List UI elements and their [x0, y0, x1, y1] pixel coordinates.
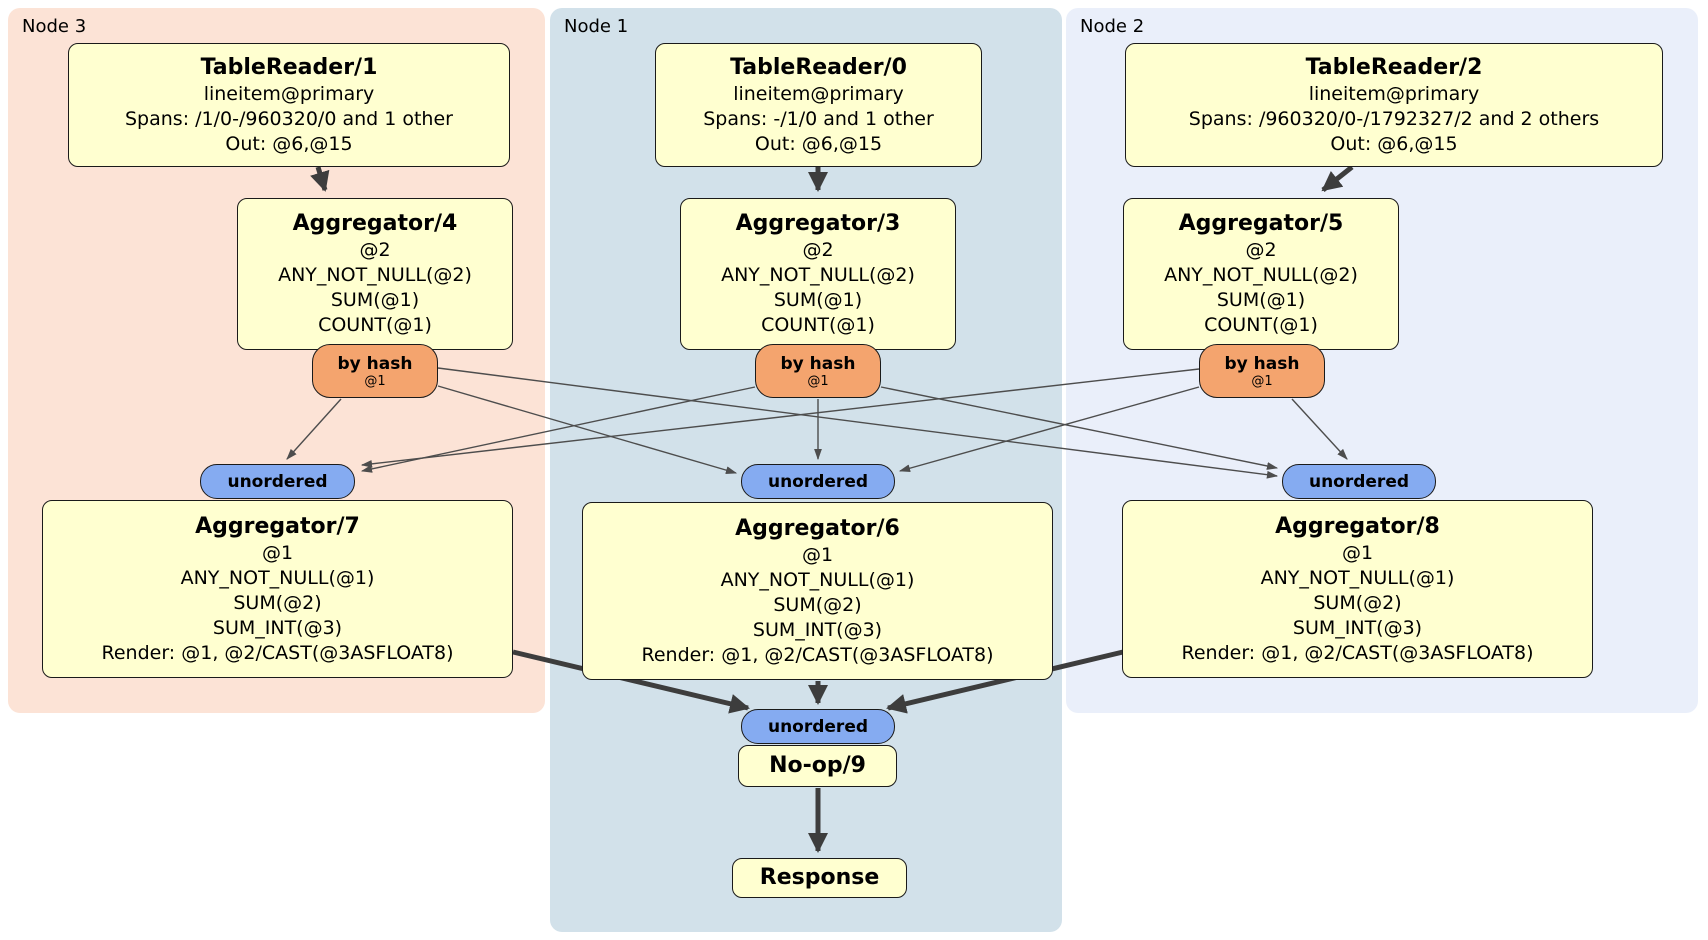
aggregator5-fn3: COUNT(@1): [1204, 314, 1318, 336]
edge-byhash-right-unordered-center: [898, 386, 1200, 473]
unordered-pill-left: unordered: [200, 464, 355, 499]
aggregator3-title: Aggregator/3: [735, 211, 901, 236]
unordered-pill-center: unordered: [741, 464, 895, 499]
tablereader0-spans: Spans: -/1/0 and 1 other: [703, 107, 934, 130]
byhash-key: @1: [364, 373, 386, 389]
aggregator4-fn3: COUNT(@1): [318, 314, 432, 336]
response-node: Response: [732, 858, 907, 898]
edge-byhash-center-unordered-right: [880, 386, 1279, 470]
panel-node2-label: Node 2: [1080, 16, 1145, 37]
aggregator3-node: Aggregator/3 @2 ANY_NOT_NULL(@2) SUM(@1)…: [680, 198, 956, 350]
aggregator7-fn2: SUM(@2): [233, 591, 322, 614]
aggregator8-fn2: SUM(@2): [1313, 591, 1402, 614]
aggregator4-fn1: ANY_NOT_NULL(@2): [278, 264, 472, 286]
tablereader2-title: TableReader/2: [1305, 54, 1483, 80]
tablereader1-title: TableReader/1: [200, 54, 378, 80]
aggregator4-fn2: SUM(@1): [330, 289, 420, 311]
byhash-pill-right: by hash @1: [1199, 344, 1325, 398]
aggregator6-node: Aggregator/6 @1 ANY_NOT_NULL(@1) SUM(@2)…: [582, 502, 1053, 680]
aggregator3-fn3: COUNT(@1): [761, 314, 875, 336]
unordered-pill-bottom: unordered: [741, 709, 895, 744]
panel-node1-label: Node 1: [564, 16, 629, 37]
aggregator7-node: Aggregator/7 @1 ANY_NOT_NULL(@1) SUM(@2)…: [42, 500, 513, 678]
aggregator6-title: Aggregator/6: [735, 515, 900, 541]
aggregator3-fn2: SUM(@1): [773, 289, 863, 311]
aggregator8-render: Render: @1, @2/CAST(@3ASFLOAT8): [1181, 641, 1534, 664]
aggregator4-title: Aggregator/4: [292, 211, 458, 236]
aggregator4-node: Aggregator/4 @2 ANY_NOT_NULL(@2) SUM(@1)…: [237, 198, 513, 350]
tablereader2-node: TableReader/2 lineitem@primary Spans: /9…: [1125, 43, 1663, 167]
aggregator3-group: @2: [802, 239, 834, 261]
tablereader1-spans: Spans: /1/0-/960320/0 and 1 other: [125, 107, 453, 130]
edge-aggregator7-unordered-bottom: [512, 649, 750, 714]
panel-node3-label: Node 3: [22, 16, 87, 37]
aggregator6-group: @1: [801, 543, 834, 566]
byhash-pill-left: by hash @1: [312, 344, 438, 398]
aggregator7-render: Render: @1, @2/CAST(@3ASFLOAT8): [101, 641, 454, 664]
aggregator5-title: Aggregator/5: [1178, 211, 1344, 236]
edge-byhash-right-unordered-left: [360, 368, 1200, 468]
edge-byhash-left-unordered-center: [437, 385, 738, 474]
tablereader2-spans: Spans: /960320/0-/1792327/2 and 2 others: [1188, 107, 1600, 130]
aggregator8-title: Aggregator/8: [1275, 513, 1440, 539]
noop9-title: No-op/9: [769, 753, 866, 778]
aggregator6-render: Render: @1, @2/CAST(@3ASFLOAT8): [641, 643, 994, 666]
tablereader1-out: Out: @6,@15: [225, 132, 353, 155]
edge-byhash-left-unordered-left: [286, 398, 342, 460]
byhash-pill-center: by hash @1: [755, 344, 881, 398]
edge-byhash-left-unordered-right: [437, 367, 1279, 479]
tablereader1-node: TableReader/1 lineitem@primary Spans: /1…: [68, 43, 510, 167]
unordered-pill-right: unordered: [1282, 464, 1436, 499]
tablereader0-node: TableReader/0 lineitem@primary Spans: -/…: [655, 43, 982, 167]
aggregator7-title: Aggregator/7: [195, 513, 360, 539]
aggregator8-fn3: SUM_INT(@3): [1292, 616, 1423, 639]
unordered-label: unordered: [767, 716, 869, 737]
byhash-label: by hash: [1224, 353, 1300, 374]
tablereader2-index: lineitem@primary: [1308, 82, 1480, 105]
aggregator5-fn2: SUM(@1): [1216, 289, 1306, 311]
edge-byhash-right-unordered-right: [1291, 398, 1348, 460]
byhash-label: by hash: [780, 353, 856, 374]
aggregator8-node: Aggregator/8 @1 ANY_NOT_NULL(@1) SUM(@2)…: [1122, 500, 1593, 678]
aggregator8-group: @1: [1341, 541, 1374, 564]
tablereader0-index: lineitem@primary: [733, 82, 904, 105]
tablereader0-title: TableReader/0: [730, 54, 907, 80]
unordered-label: unordered: [1308, 471, 1410, 492]
tablereader0-out: Out: @6,@15: [754, 132, 883, 155]
aggregator4-group: @2: [359, 239, 391, 261]
edge-tablereader1-aggregator4: [310, 166, 330, 192]
aggregator3-fn1: ANY_NOT_NULL(@2): [721, 264, 915, 286]
aggregator5-fn1: ANY_NOT_NULL(@2): [1164, 264, 1358, 286]
unordered-label: unordered: [227, 471, 328, 492]
byhash-key: @1: [807, 373, 829, 389]
aggregator5-group: @2: [1245, 239, 1277, 261]
edge-aggregator8-unordered-bottom: [886, 649, 1124, 714]
byhash-label: by hash: [337, 353, 413, 374]
byhash-key: @1: [1251, 373, 1273, 389]
aggregator7-group: @1: [261, 541, 294, 564]
aggregator6-fn3: SUM_INT(@3): [752, 618, 883, 641]
aggregator7-fn1: ANY_NOT_NULL(@1): [180, 566, 375, 589]
tablereader2-out: Out: @6,@15: [1330, 132, 1458, 155]
response-title: Response: [759, 865, 880, 890]
aggregator6-fn1: ANY_NOT_NULL(@1): [720, 568, 915, 591]
aggregator6-fn2: SUM(@2): [773, 593, 862, 616]
unordered-label: unordered: [767, 471, 869, 492]
noop9-node: No-op/9: [738, 745, 897, 787]
aggregator5-node: Aggregator/5 @2 ANY_NOT_NULL(@2) SUM(@1)…: [1123, 198, 1399, 350]
aggregator8-fn1: ANY_NOT_NULL(@1): [1260, 566, 1455, 589]
tablereader1-index: lineitem@primary: [203, 82, 375, 105]
aggregator7-fn3: SUM_INT(@3): [212, 616, 343, 639]
edge-tablereader2-aggregator5: [1321, 165, 1354, 192]
